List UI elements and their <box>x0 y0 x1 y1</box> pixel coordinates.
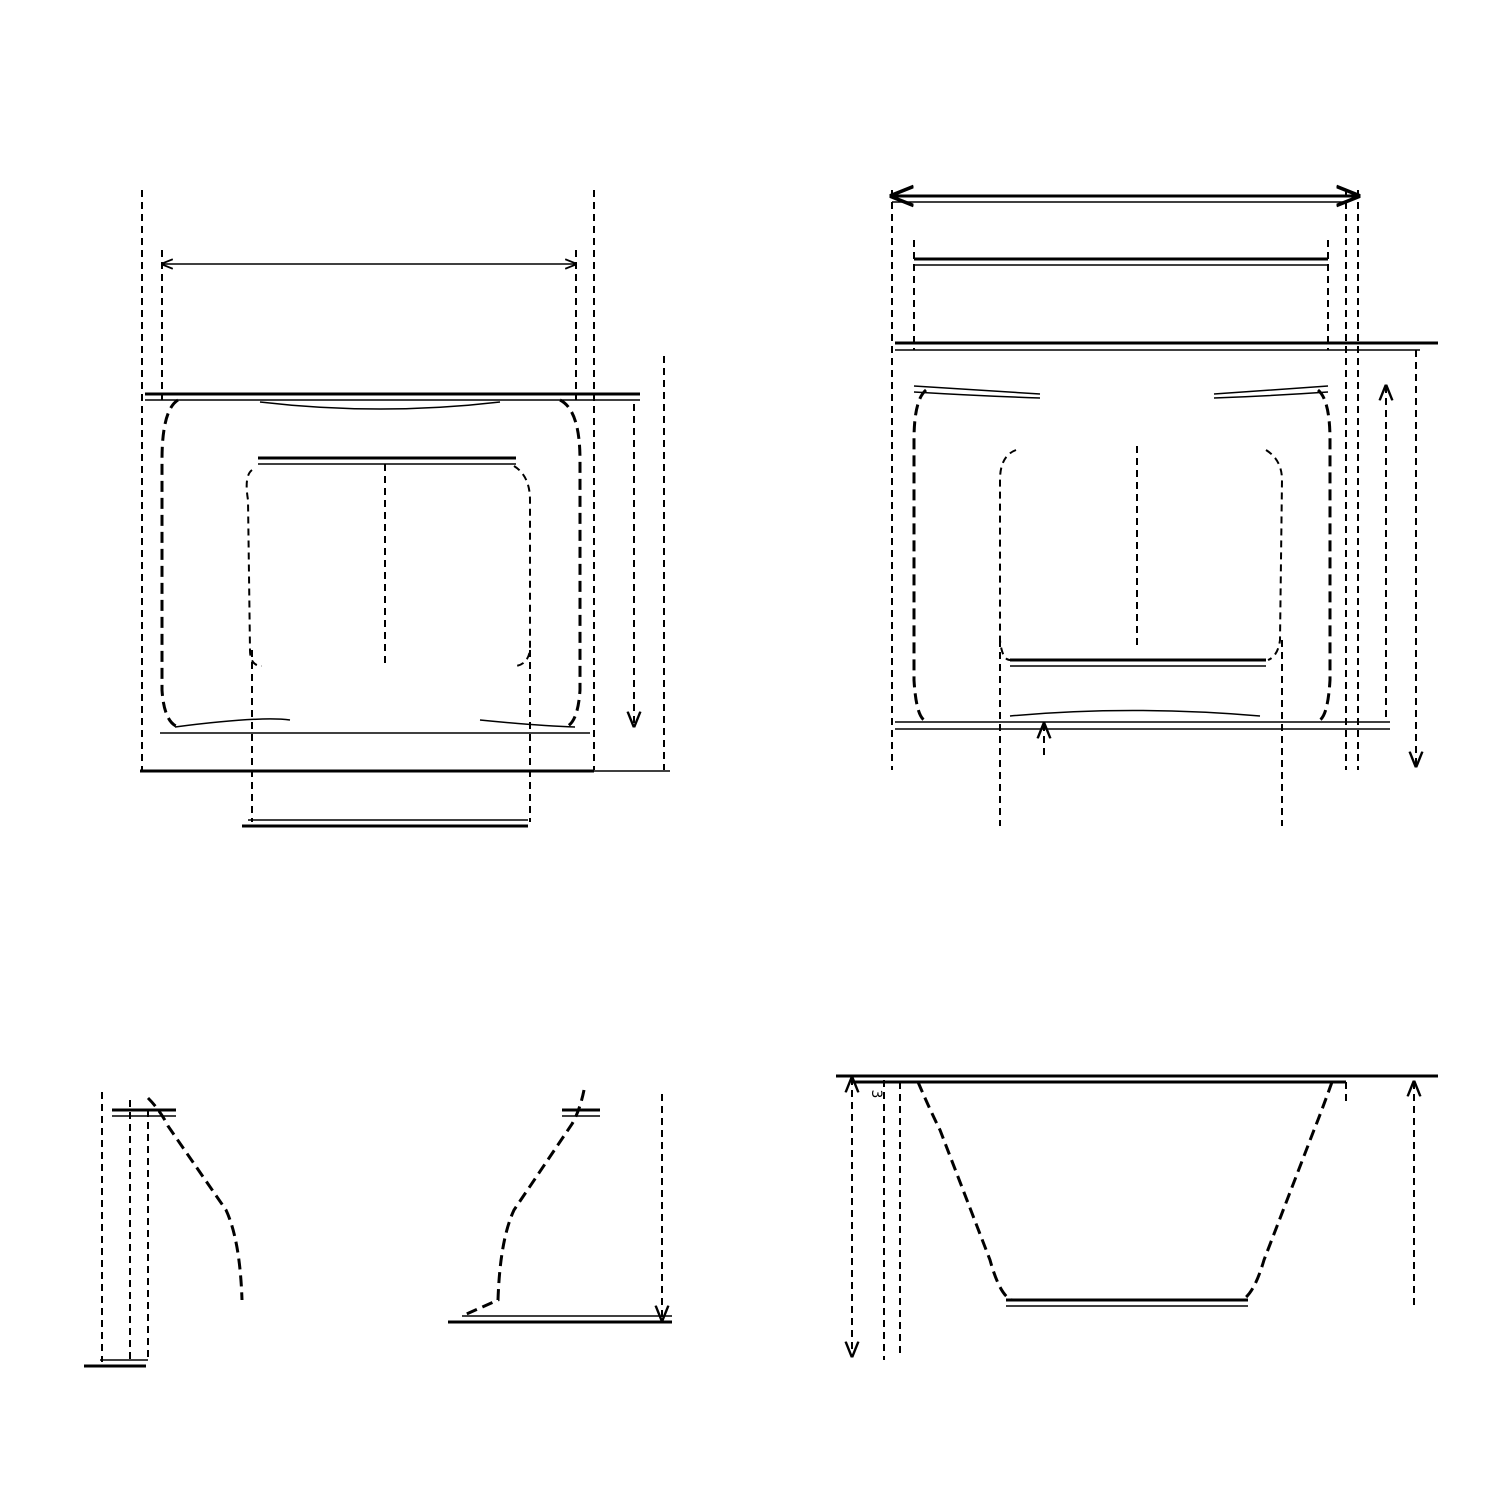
basin-left-wall <box>999 449 1017 661</box>
plan-view-right <box>892 190 1438 826</box>
tub-wall-profile <box>461 1089 586 1318</box>
side-view-left <box>84 1092 244 1368</box>
rim-top-curves <box>913 385 1329 395</box>
rim-top-curves-inner <box>913 391 1329 399</box>
side-view-middle <box>448 1089 672 1324</box>
tub-wall-profile <box>146 1096 244 1301</box>
dim-rim-label: 3 <box>868 1090 884 1099</box>
basin-left-wall <box>245 469 263 667</box>
plan-view-left <box>140 190 670 828</box>
section-view: 3 <box>836 1074 1438 1360</box>
rim-bottom-curve-right <box>479 719 576 728</box>
basin-right-wall <box>513 465 531 667</box>
tub-outer-outline <box>160 398 582 729</box>
basin-right-wall <box>1265 449 1284 661</box>
tub-wall-right <box>1241 1081 1334 1302</box>
rim-bottom-curve <box>1009 709 1261 717</box>
tub-outer-outline <box>912 388 1332 722</box>
rim-bottom-curve-left <box>174 718 291 728</box>
rim-top-curve <box>259 401 501 410</box>
tub-wall-left <box>916 1081 1013 1302</box>
